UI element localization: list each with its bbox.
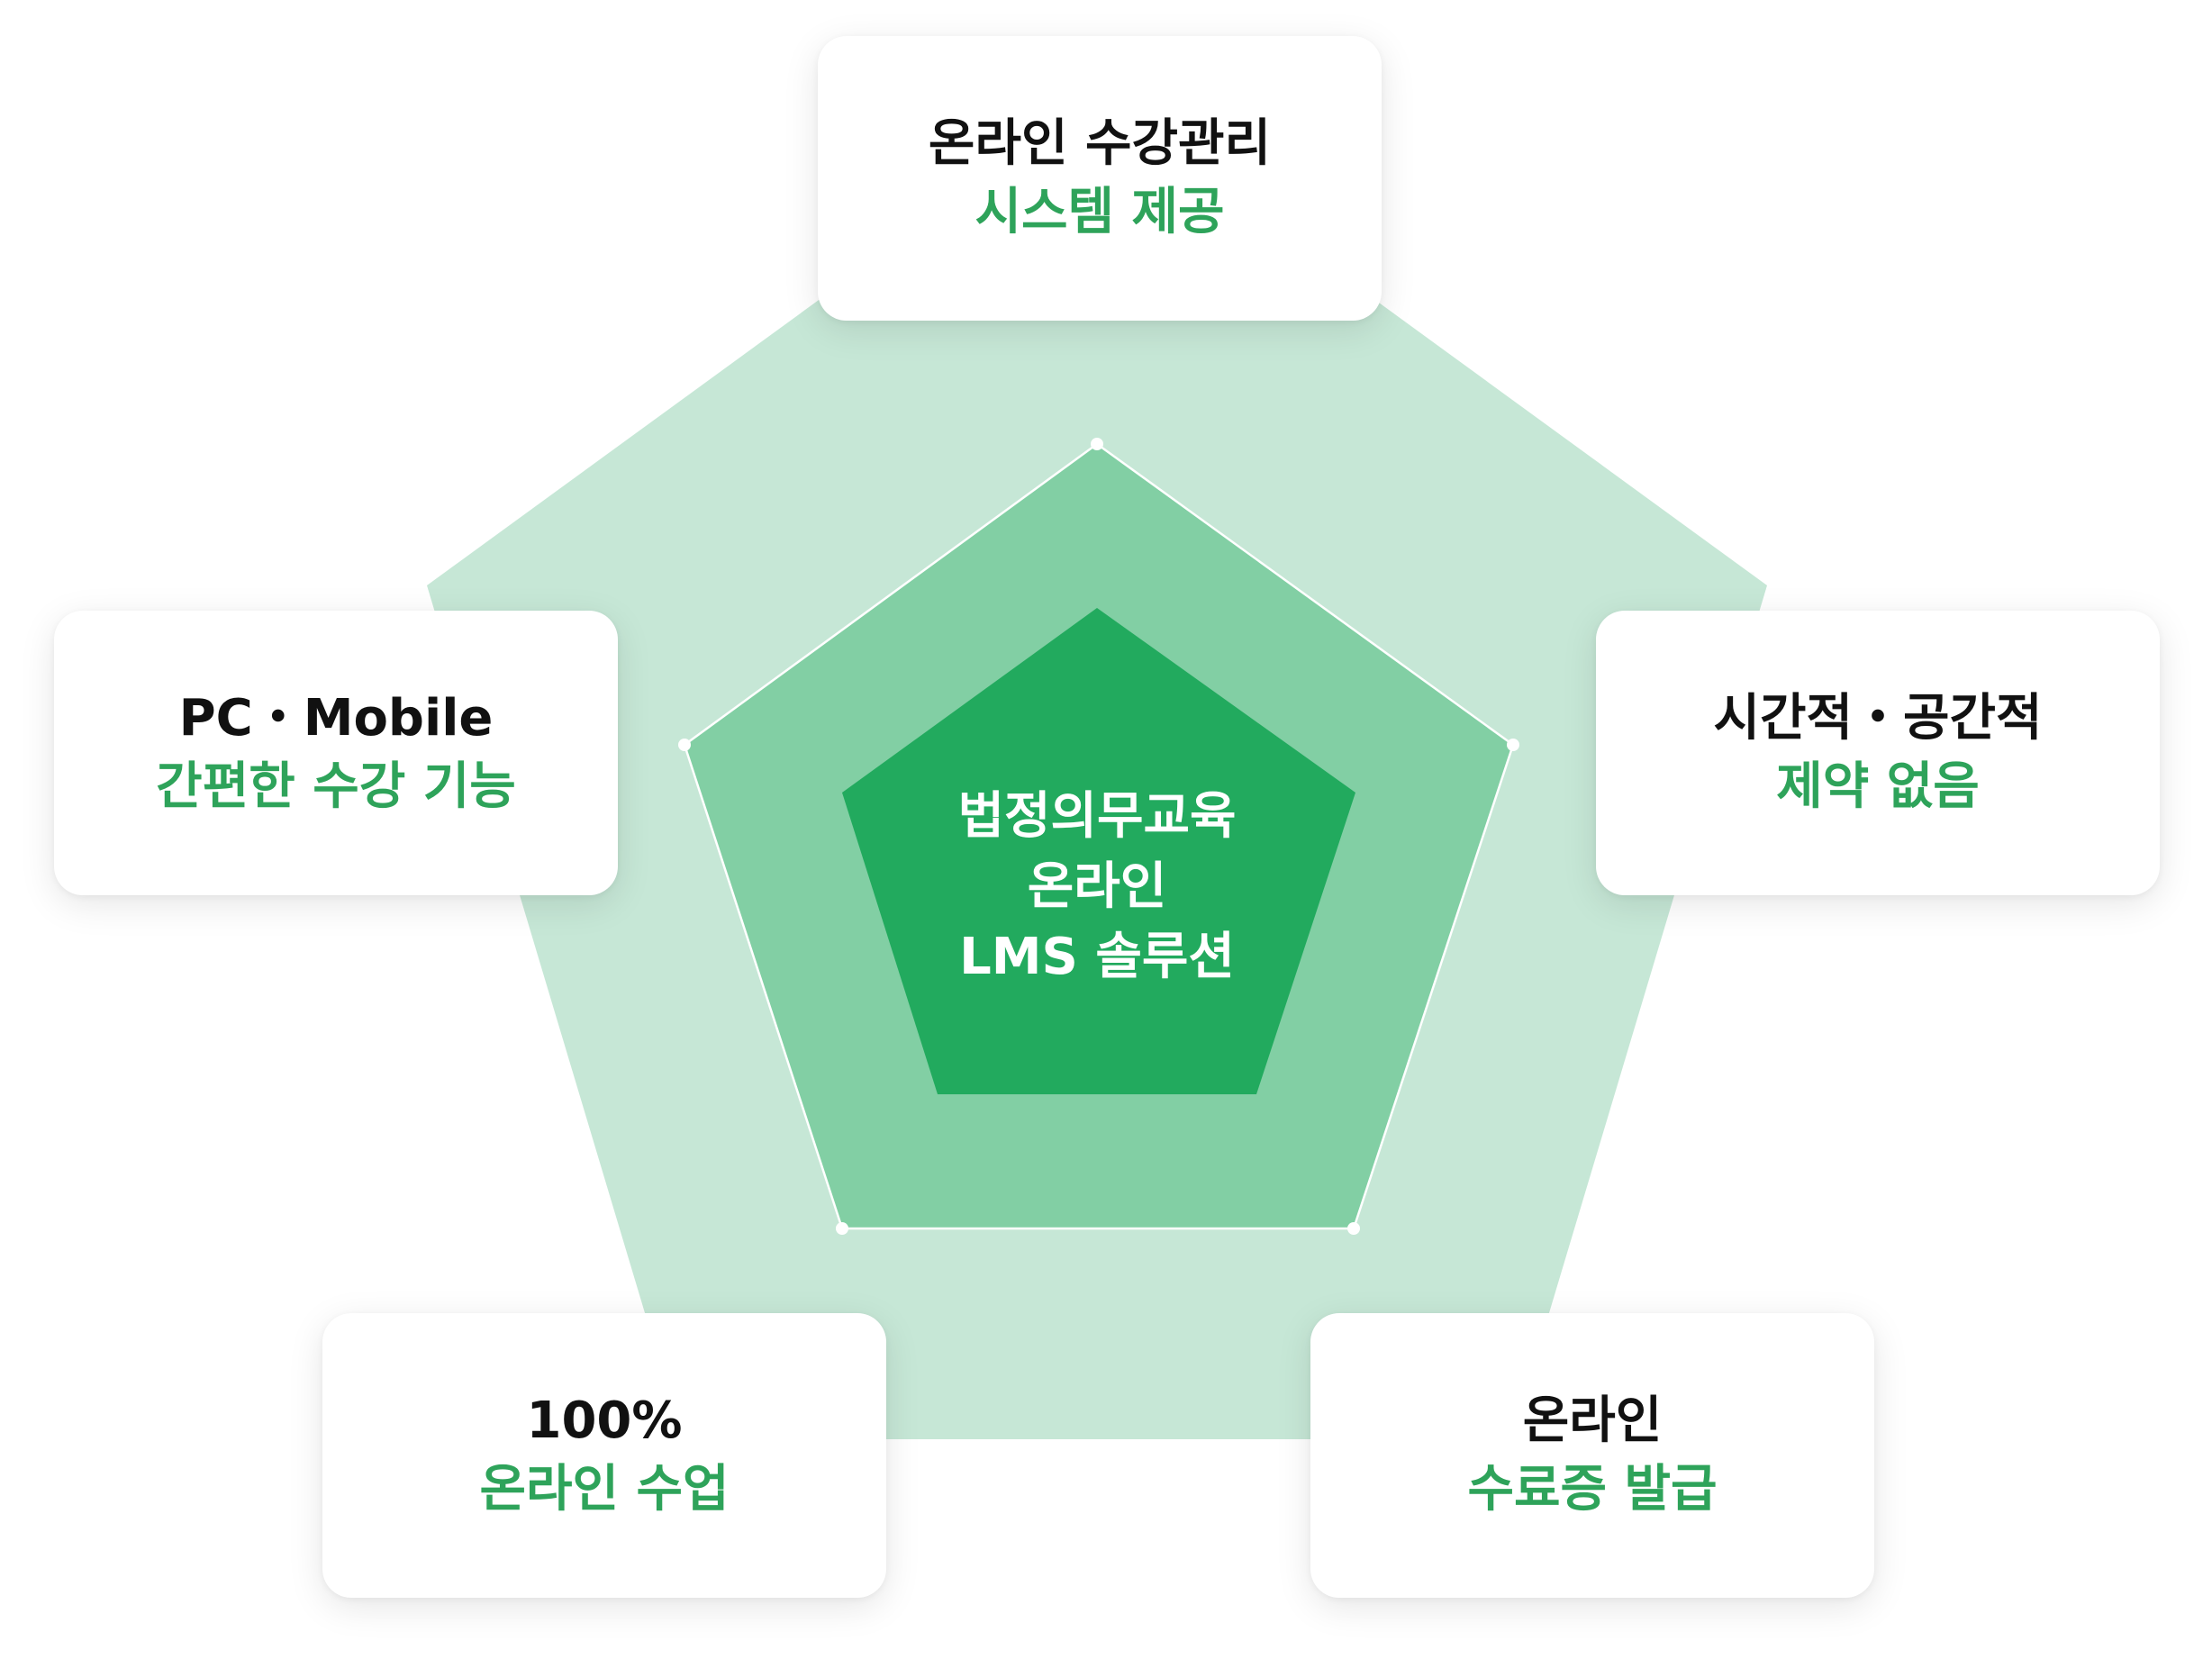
vertex-dot bbox=[678, 739, 691, 751]
card-subtitle: 간편한 수강 기능 bbox=[156, 757, 516, 816]
feature-card-management-system: 온라인 수강관리 시스템 제공 bbox=[818, 36, 1382, 321]
card-subtitle: 제약 없음 bbox=[1776, 757, 1980, 816]
feature-card-pc-mobile: PC・Mobile 간편한 수강 기능 bbox=[54, 611, 618, 895]
feature-card-certificate: 온라인 수료증 발급 bbox=[1310, 1313, 1874, 1598]
vertex-dot bbox=[1091, 438, 1103, 450]
center-label-line3: LMS 솔루션 bbox=[959, 928, 1235, 986]
card-title: 시간적・공간적 bbox=[1713, 689, 2043, 748]
feature-card-online-class: 100% 온라인 수업 bbox=[322, 1313, 886, 1598]
center-label-line2: 온라인 bbox=[1027, 857, 1167, 916]
inner-pentagon bbox=[842, 608, 1355, 1094]
middle-pentagon-vertex-dots bbox=[678, 438, 1519, 1235]
center-label: 법정의무교육 온라인 LMS 솔루션 bbox=[872, 782, 1322, 993]
vertex-dot bbox=[1347, 1222, 1360, 1235]
center-label-line1: 법정의무교육 bbox=[957, 787, 1237, 846]
card-subtitle: 시스템 제공 bbox=[975, 183, 1225, 241]
card-title: PC・Mobile bbox=[178, 689, 494, 748]
card-title: 온라인 bbox=[1522, 1392, 1663, 1450]
card-subtitle: 온라인 수업 bbox=[479, 1460, 730, 1518]
card-subtitle: 수료증 발급 bbox=[1467, 1460, 1718, 1518]
card-title: 100% bbox=[526, 1392, 683, 1450]
feature-card-no-constraints: 시간적・공간적 제약 없음 bbox=[1596, 611, 2160, 895]
card-title: 온라인 수강관리 bbox=[928, 114, 1272, 173]
vertex-dot bbox=[836, 1222, 848, 1235]
vertex-dot bbox=[1507, 739, 1519, 751]
